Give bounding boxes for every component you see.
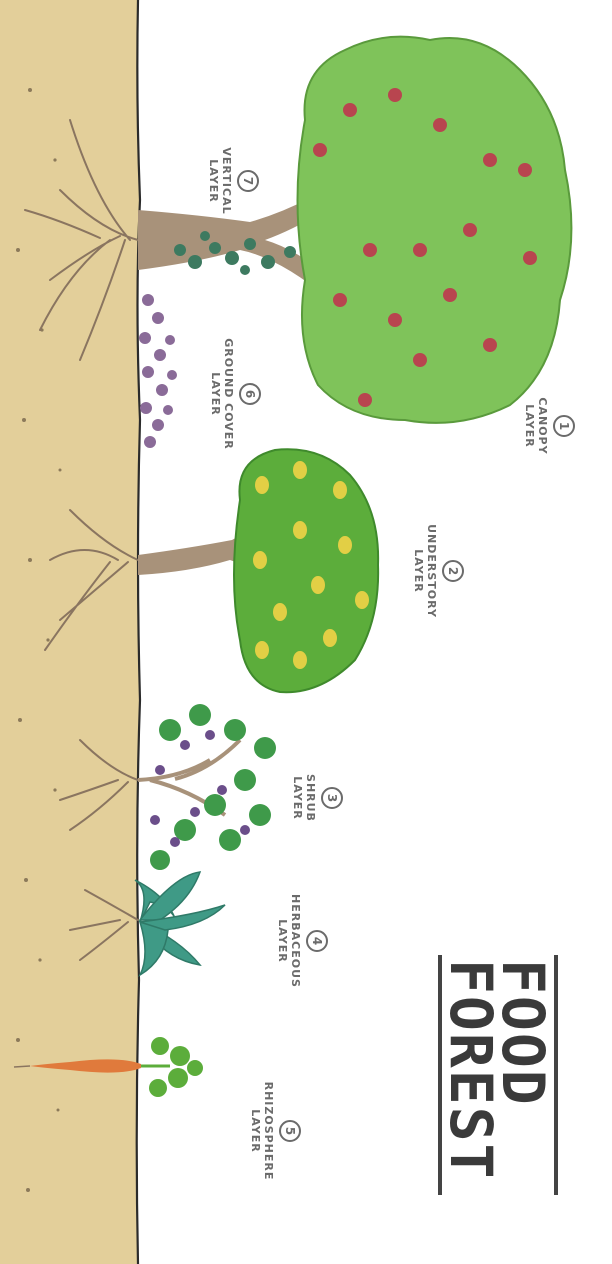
layer-number: 7 <box>237 170 259 192</box>
layer-label-understory: 2 UNDERSTORY LAYER <box>412 506 464 636</box>
layer-label-rhizosphere: 5 RHIZOSPHERE LAYER <box>249 1056 301 1206</box>
layer-number: 2 <box>442 560 464 582</box>
layer-number: 6 <box>239 383 261 405</box>
herbaceous-plant <box>135 872 225 975</box>
layer-name: GROUND COVER <box>222 314 235 474</box>
layer-suffix: LAYER <box>249 1056 262 1206</box>
layer-suffix: LAYER <box>209 314 222 474</box>
carrot-greens <box>141 1037 203 1097</box>
carrot-tail <box>14 1066 30 1067</box>
layer-suffix: LAYER <box>207 126 220 236</box>
layer-name: SHRUB <box>304 753 317 843</box>
layer-name: HERBACEOUS <box>289 871 302 1011</box>
shrub-berries <box>150 730 250 847</box>
layer-label-herbaceous: 4 HERBACEOUS LAYER <box>276 871 328 1011</box>
layer-name: UNDERSTORY <box>425 506 438 636</box>
layer-suffix: LAYER <box>523 371 536 481</box>
layer-suffix: LAYER <box>276 871 289 1011</box>
layer-suffix: LAYER <box>412 506 425 636</box>
layer-number: 4 <box>306 930 328 952</box>
layer-label-shrub: 3 SHRUB LAYER <box>291 753 343 843</box>
layer-suffix: LAYER <box>291 753 304 843</box>
ground-cover <box>139 294 177 448</box>
soil <box>0 0 140 1264</box>
layer-number: 3 <box>321 787 343 809</box>
layer-name: RHIZOSPHERE <box>262 1056 275 1206</box>
layer-label-ground-cover: 6 GROUND COVER LAYER <box>209 314 261 474</box>
layer-number: 1 <box>553 415 575 437</box>
canopy-foliage <box>298 37 572 423</box>
layer-label-vertical: 7 VERTICAL LAYER <box>207 126 259 236</box>
layer-label-canopy: 1 CANOPY LAYER <box>523 371 575 481</box>
layer-number: 5 <box>279 1120 301 1142</box>
layer-name: VERTICAL <box>220 126 233 236</box>
title-rule-bottom <box>438 955 442 1195</box>
title-line-2: FOREST <box>442 959 500 1181</box>
layer-name: CANOPY <box>536 371 549 481</box>
title-block: FOOD FOREST <box>438 955 558 1195</box>
